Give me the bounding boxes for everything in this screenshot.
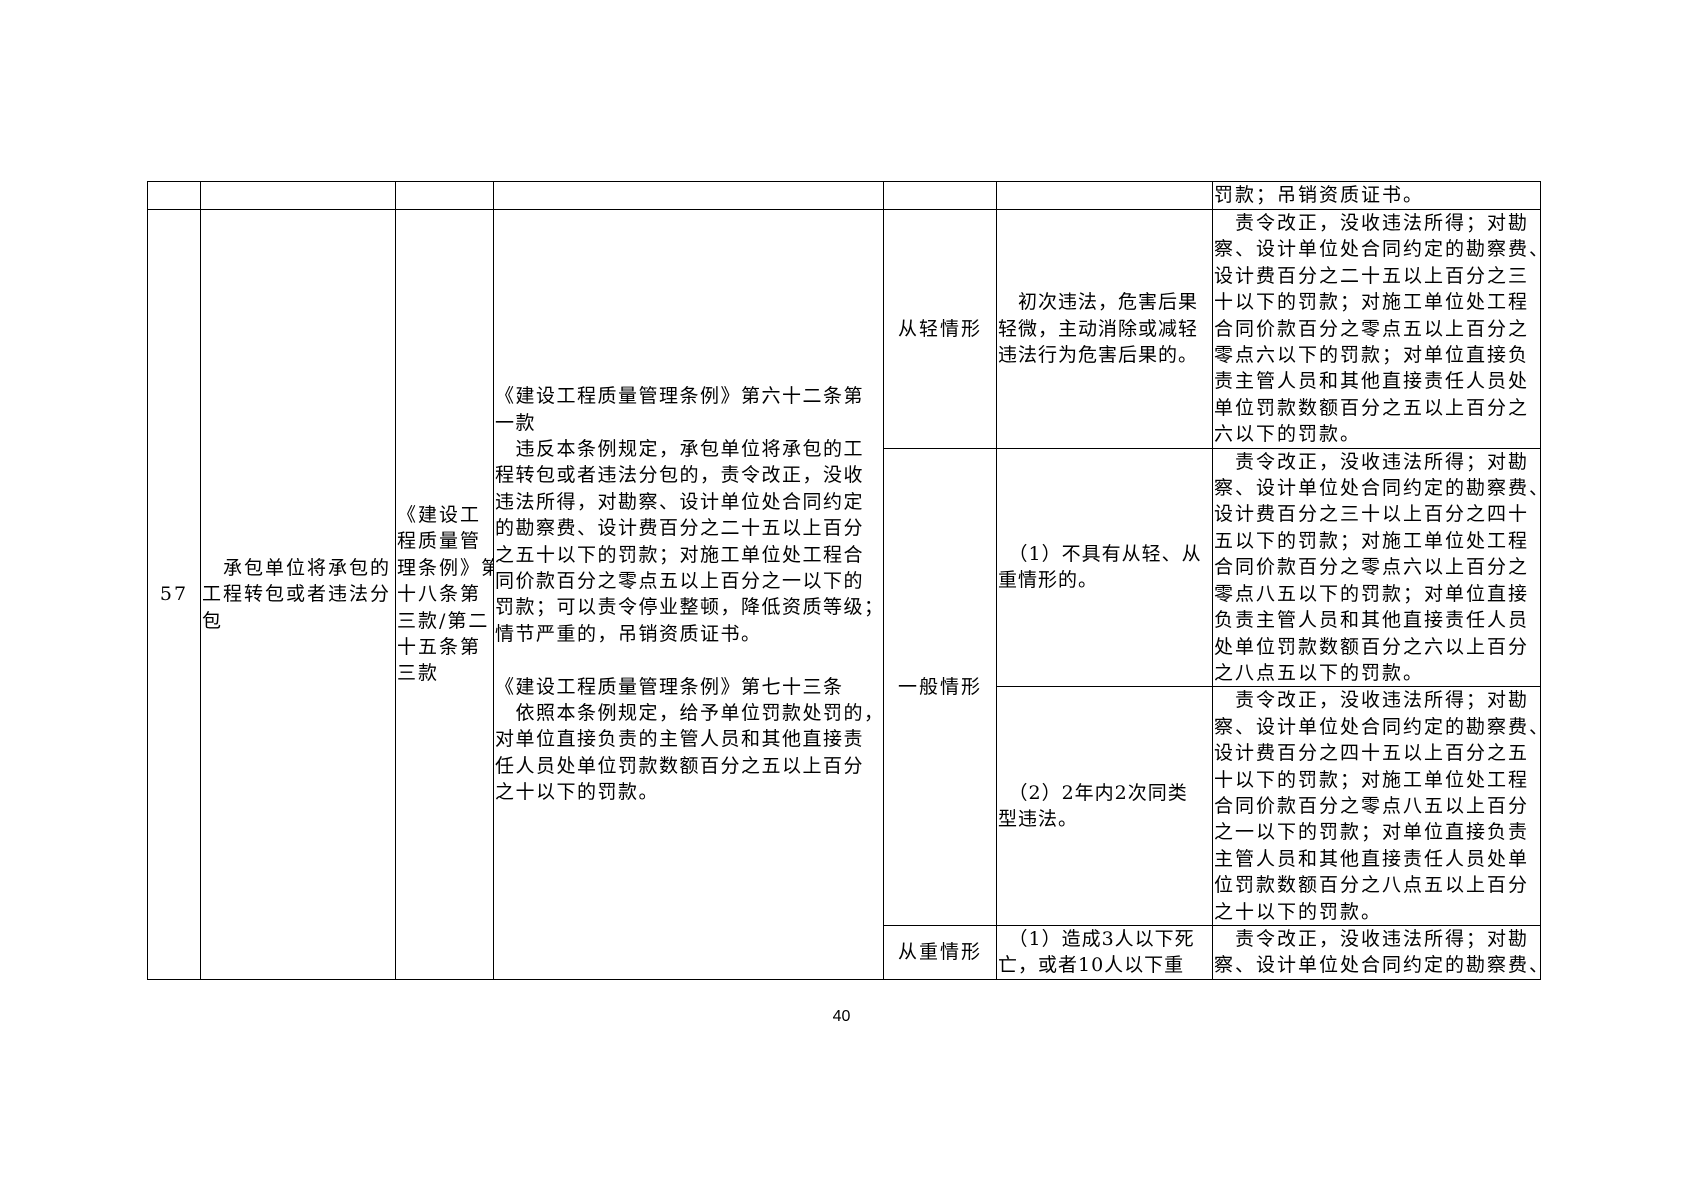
level-label: 从重情形	[883, 924, 997, 980]
penalty-cell: 责令改正，没收违法所得；对勘 察、设计单位处合同约定的勘察费、	[1212, 924, 1541, 980]
legal-basis-cell: 《建设工 程质量管 理条例》第 十八条第 三款/第二 十五条第 三款	[395, 209, 494, 980]
row-number: 57	[147, 209, 201, 980]
penalty-cell: 责令改正，没收违法所得；对勘 察、设计单位处合同约定的勘察费、 设计费百分之二十…	[1212, 209, 1541, 449]
penalty-cell: 罚款；吊销资质证书。	[1212, 181, 1541, 210]
level-label: 一般情形	[883, 447, 997, 926]
penalty-table: 罚款；吊销资质证书。 57 承包单位将承包的 工程转包或者违法分 包 《建设工 …	[147, 181, 1541, 980]
level-label: 从轻情形	[883, 209, 997, 449]
condition-cell: （2）2年内2次同类 型违法。	[996, 686, 1213, 926]
table-row: （2）2年内2次同类 型违法。 责令改正，没收违法所得；对勘 察、设计单位处合同…	[148, 686, 1541, 926]
condition-cell: （1）不具有从轻、从 重情形的。	[996, 447, 1213, 688]
table-row: 罚款；吊销资质证书。	[147, 181, 1541, 210]
table-row: 从重情形 （1）造成3人以下死 亡，或者10人以下重 责令改正，没收违法所得；对…	[148, 924, 1541, 980]
penalty-cell: 责令改正，没收违法所得；对勘 察、设计单位处合同约定的勘察费、 设计费百分之三十…	[1212, 447, 1541, 688]
condition-cell: （1）造成3人以下死 亡，或者10人以下重	[996, 924, 1213, 980]
condition-cell: 初次违法，危害后果 轻微，主动消除或减轻 违法行为危害后果的。	[996, 209, 1213, 449]
violation-cell: 承包单位将承包的 工程转包或者违法分 包	[200, 209, 396, 980]
page-number: 40	[832, 1008, 851, 1025]
table-row: 一般情形 （1）不具有从轻、从 重情形的。 责令改正，没收违法所得；对勘 察、设…	[148, 447, 1541, 926]
legal-text-cell: 《建设工程质量管理条例》第六十二条第 一款 违反本条例规定，承包单位将承包的工 …	[493, 209, 884, 980]
table-row: 57 承包单位将承包的 工程转包或者违法分 包 《建设工 程质量管 理条例》第 …	[147, 209, 1541, 980]
penalty-cell: 责令改正，没收违法所得；对勘 察、设计单位处合同约定的勘察费、 设计费百分之四十…	[1212, 686, 1541, 926]
